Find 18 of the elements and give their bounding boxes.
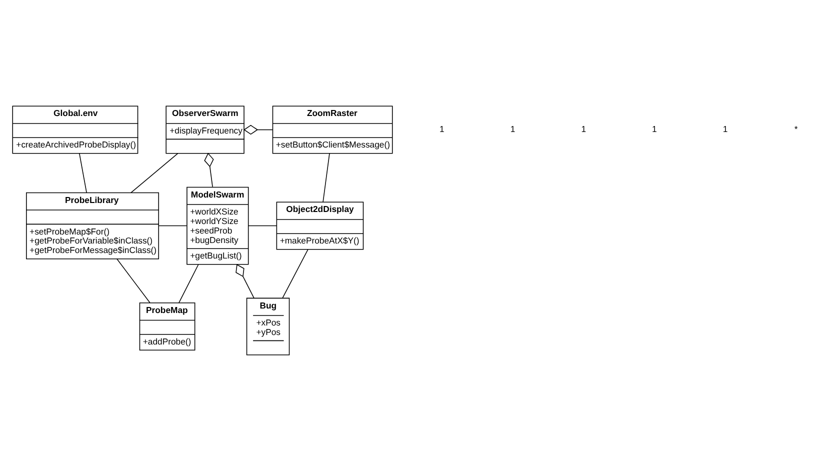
connector [322,152,330,202]
connector [130,152,178,193]
connector [282,248,308,298]
connector [204,152,214,187]
label: 1 [510,123,516,134]
label: 1 [581,123,586,134]
node-box: Bug +xPos +yPos [246,297,290,355]
connector [116,258,150,302]
connector [236,263,254,298]
label: 1 [722,123,728,134]
connector [158,224,188,226]
label: * [794,123,798,134]
connector [248,224,278,226]
connector [243,124,273,134]
label: 1 [440,123,444,134]
connector [79,152,87,193]
connector [178,264,199,303]
label: 1 [652,123,657,134]
